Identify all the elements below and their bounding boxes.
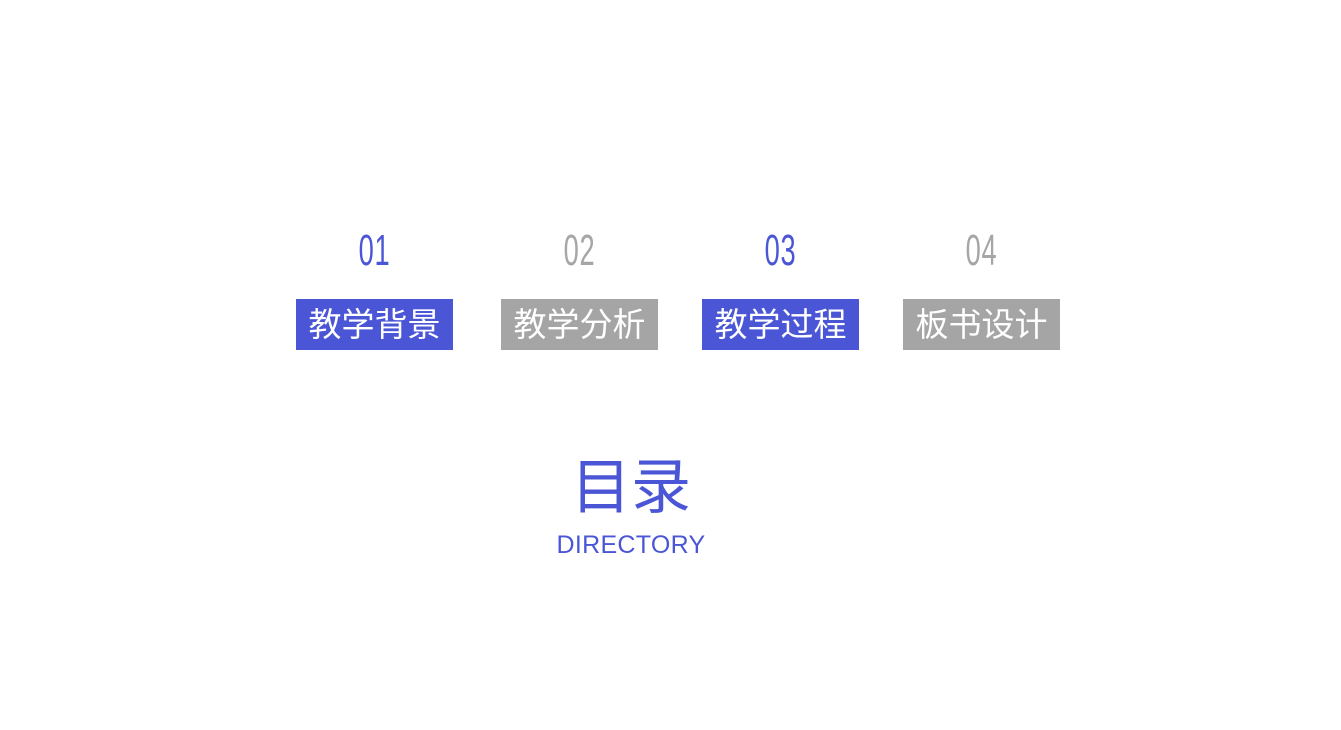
page-subtitle: DIRECTORY <box>556 531 706 559</box>
section-label-analysis[interactable]: 教学分析 <box>501 299 658 350</box>
page-title: 目录 <box>571 453 691 523</box>
section-label-process[interactable]: 教学过程 <box>702 299 859 350</box>
section-03[interactable]: 03 教学过程 <box>702 222 859 350</box>
section-02[interactable]: 02 教学分析 <box>501 222 658 350</box>
section-label-board-design[interactable]: 板书设计 <box>903 299 1060 350</box>
section-label-background[interactable]: 教学背景 <box>296 299 453 350</box>
section-number: 03 <box>764 226 797 275</box>
section-04[interactable]: 04 板书设计 <box>903 222 1060 350</box>
section-number: 02 <box>563 226 596 275</box>
directory-title: 目录 DIRECTORY <box>531 458 731 558</box>
section-number: 04 <box>965 226 998 275</box>
section-01[interactable]: 01 教学背景 <box>296 222 453 350</box>
section-number: 01 <box>358 226 391 275</box>
